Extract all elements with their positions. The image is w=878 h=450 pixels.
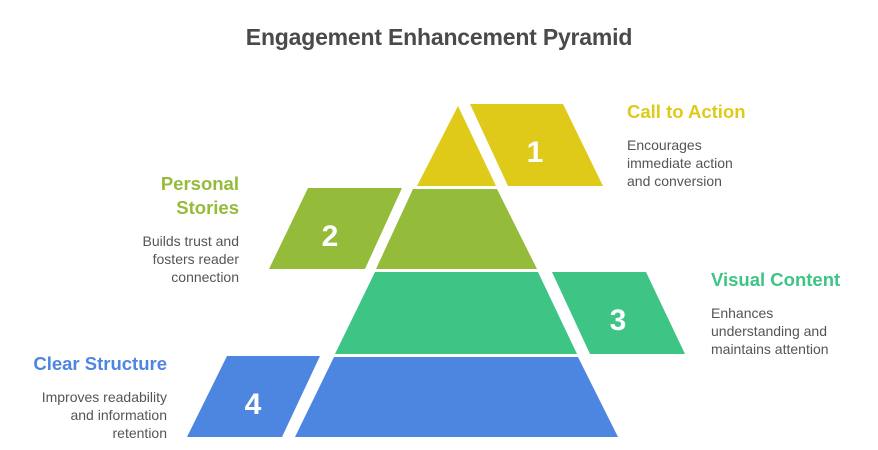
level-1-badge xyxy=(470,104,603,186)
pyramid-tier-1 xyxy=(417,106,496,186)
level-4-label: Clear Structure xyxy=(33,353,167,374)
level-2-label-line: Personal xyxy=(160,173,239,194)
level-2-label-line: Stories xyxy=(176,197,239,218)
level-1-number: 1 xyxy=(527,136,544,169)
level-3-badge xyxy=(552,272,685,354)
pyramid-tier-2 xyxy=(376,189,537,269)
level-3-label: Visual Content xyxy=(711,269,841,290)
level-4-description: Improves readability and information ret… xyxy=(42,388,167,442)
pyramid-level-3: 3 xyxy=(335,272,685,354)
level-3-number: 3 xyxy=(610,304,627,337)
pyramid-level-2: 2 xyxy=(269,188,537,269)
level-2-description-line: connection xyxy=(171,269,239,285)
pyramid-tier-3 xyxy=(335,272,577,354)
level-2-description: Builds trust and fosters reader connecti… xyxy=(143,232,240,286)
level-1-description-line: immediate action xyxy=(627,155,733,171)
pyramid-tier-4 xyxy=(295,357,618,437)
level-4-description-line: Improves readability xyxy=(41,389,167,405)
level-2-badge xyxy=(269,188,402,269)
level-4-badge xyxy=(187,356,320,437)
level-2-number: 2 xyxy=(322,220,339,253)
level-1-description: Encourages immediate action and conversi… xyxy=(627,136,733,190)
level-3-description-line: maintains attention xyxy=(711,341,829,357)
level-3-description-line: Enhances xyxy=(711,305,774,321)
level-1-description-line: and conversion xyxy=(627,173,722,189)
diagram-title: Engagement Enhancement Pyramid xyxy=(245,24,633,50)
level-4-description-line: retention xyxy=(112,425,167,441)
level-1-description-line: Encourages xyxy=(627,137,702,153)
pyramid-level-4: 4 xyxy=(187,356,618,437)
level-4-description-line: and information xyxy=(70,407,167,423)
pyramid-level-1: 1 xyxy=(417,104,603,186)
level-3-description-line: understanding and xyxy=(711,323,827,339)
level-4-number: 4 xyxy=(245,388,262,421)
level-3-description: Enhances understanding and maintains att… xyxy=(711,304,829,358)
level-2-description-line: fosters reader xyxy=(152,251,239,267)
level-2-label: Personal Stories xyxy=(161,172,239,220)
level-1-label: Call to Action xyxy=(627,101,746,122)
level-2-description-line: Builds trust and xyxy=(142,233,240,249)
